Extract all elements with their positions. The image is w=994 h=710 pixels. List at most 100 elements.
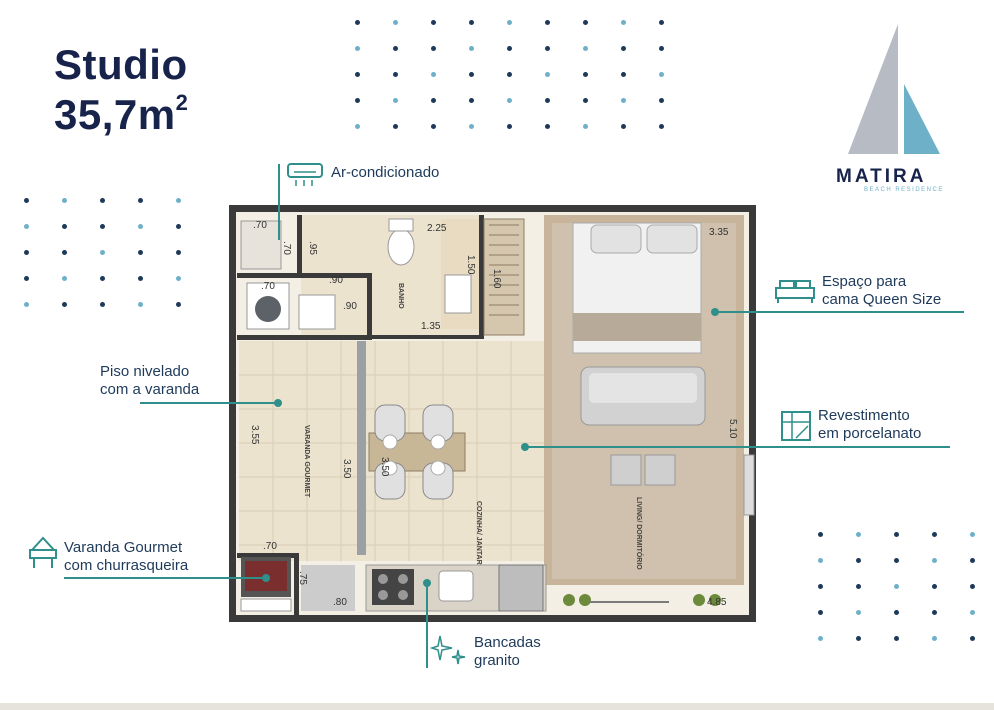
decor-dot (507, 72, 512, 77)
decor-dot (393, 46, 398, 51)
decor-dot (621, 72, 626, 77)
decor-dot (970, 532, 975, 537)
decor-dot (355, 124, 360, 129)
decor-dot (894, 610, 899, 615)
decor-dot (818, 584, 823, 589)
decor-dot (932, 636, 937, 641)
decor-dot (818, 532, 823, 537)
decor-dot (583, 124, 588, 129)
room-cozinha-label: COZINHA/ JANTAR (475, 501, 482, 565)
decor-dot (138, 198, 143, 203)
decor-dot (856, 558, 861, 563)
decor-dot (469, 98, 474, 103)
decor-dot (621, 20, 626, 25)
dim-corner: .80 (333, 597, 347, 608)
page-title: Studio 35,7m2 (54, 44, 188, 136)
decor-dot (100, 224, 105, 229)
decor-dot (393, 20, 398, 25)
decor-dot (818, 558, 823, 563)
decor-dot (469, 124, 474, 129)
decor-dot (62, 302, 67, 307)
decor-dot (545, 72, 550, 77)
logo-subtitle: BEACH RESIDENCE (864, 187, 944, 193)
dim-hall: .90 (329, 275, 343, 286)
decor-dot (138, 276, 143, 281)
decor-dot (393, 72, 398, 77)
decor-dot (24, 198, 29, 203)
dim-shower: .95 (307, 241, 318, 255)
callout-ac-line (278, 164, 280, 240)
dim-grill-counter: .75 (297, 571, 308, 585)
decor-dot (621, 124, 626, 129)
decor-dot (62, 276, 67, 281)
decor-dot (894, 558, 899, 563)
room-varanda-label: VARANDA GOURMET (303, 425, 310, 498)
decor-dot (932, 610, 937, 615)
decor-dot (431, 46, 436, 51)
decor-dot (659, 98, 664, 103)
decor-dot (932, 584, 937, 589)
decor-dot (507, 98, 512, 103)
decor-dot (621, 46, 626, 51)
decor-dot (176, 250, 181, 255)
decor-dot (355, 72, 360, 77)
decor-dot (970, 610, 975, 615)
decor-dot (176, 276, 181, 281)
dim-tank: .90 (343, 301, 357, 312)
decor-dot (431, 124, 436, 129)
decor-dot (138, 302, 143, 307)
dim-living-bottom: 4.85 (707, 597, 727, 608)
decor-dot (659, 20, 664, 25)
decor-dot (138, 250, 143, 255)
dim-bath-length: 2.25 (427, 223, 447, 234)
decor-dot (355, 20, 360, 25)
decor-dot (100, 276, 105, 281)
decor-dot (894, 532, 899, 537)
decor-dot (545, 124, 550, 129)
decor-dot (355, 98, 360, 103)
callout-bed-line (716, 311, 964, 313)
callout-bed-dot (711, 308, 719, 316)
grill-icon (29, 536, 57, 568)
decor-dot (176, 224, 181, 229)
decor-dot (100, 250, 105, 255)
decor-dot (659, 72, 664, 77)
dim-bath-width: 1.35 (421, 321, 441, 332)
decor-dot (856, 636, 861, 641)
decor-dot (970, 558, 975, 563)
decor-dot (176, 302, 181, 307)
sparkle-icon (430, 635, 466, 665)
title-line1: Studio (54, 41, 188, 88)
decor-dot (507, 46, 512, 51)
callout-floor-line (140, 402, 278, 404)
decor-dot (431, 72, 436, 77)
callout-granite-line (426, 582, 428, 668)
decor-dot (469, 20, 474, 25)
decor-dot (431, 20, 436, 25)
decor-dot (100, 302, 105, 307)
decor-dot (894, 636, 899, 641)
decor-dot (138, 224, 143, 229)
decor-dot (545, 46, 550, 51)
decor-dot (431, 98, 436, 103)
decor-dot (856, 584, 861, 589)
dim-washer: .70 (261, 281, 275, 292)
title-area: 35,7m2 (54, 90, 189, 138)
callout-ac: Ar-condicionado (331, 164, 440, 181)
dot-grid-left (24, 198, 181, 307)
dim-laundry-height: .70 (281, 241, 292, 255)
callout-tile-line (526, 446, 950, 448)
decor-dot (393, 98, 398, 103)
decor-dot (545, 98, 550, 103)
decor-dot (659, 124, 664, 129)
decor-dot (24, 224, 29, 229)
dim-wardrobe: 1.60 (491, 269, 502, 289)
decor-dot (24, 250, 29, 255)
tile-icon (781, 411, 811, 441)
callout-grill-dot (262, 574, 270, 582)
decor-dot (62, 250, 67, 255)
callout-grill-line (64, 577, 266, 579)
decor-dot (507, 124, 512, 129)
dim-kitchen: 3.50 (341, 459, 352, 479)
floor-plan-drawing (229, 205, 756, 622)
